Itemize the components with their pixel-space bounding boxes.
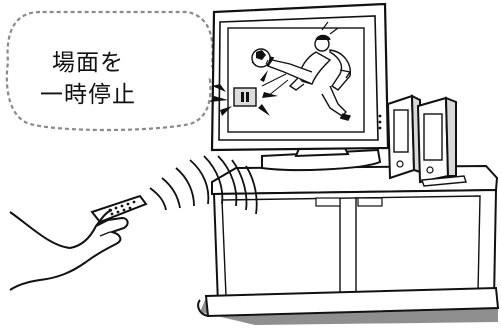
tv-cabinet: [197, 164, 500, 318]
tv-stand: [261, 145, 382, 171]
signal-waves: [149, 155, 258, 215]
caption-line-2: 一時停止: [40, 82, 136, 108]
soccer-ball: [251, 48, 271, 68]
caption-line-1: 場面を: [52, 50, 124, 76]
speakers: [386, 94, 467, 187]
soccer-player: [261, 21, 352, 121]
pause-icon: [210, 70, 278, 116]
hand-icon: [9, 209, 129, 291]
